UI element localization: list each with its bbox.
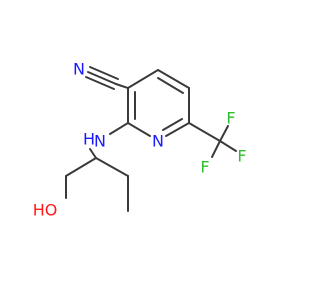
ring-bond-c3-c4 — [127, 69, 159, 89]
nitrile-bond-1 — [89, 66, 119, 80]
ring-to-nh-bond — [109, 122, 129, 135]
cf3-to-f-right-bond — [219, 140, 237, 152]
hydroxyl-label: HO — [33, 201, 58, 220]
fluorine-top-label: F — [226, 109, 235, 128]
ring-to-cf3-bond — [188, 122, 221, 142]
cf3-to-f-top-bond — [219, 125, 229, 142]
amine-n-label: N — [94, 132, 106, 151]
ch-to-ch2oh-bond — [65, 157, 97, 177]
ring-bond-c4-c5-inner — [157, 77, 184, 94]
molecule-structure-diagram: N H N N F F F HO — [33, 60, 247, 220]
nh-to-ch-bond — [89, 148, 97, 159]
bonds — [65, 66, 237, 212]
nitrile-bond-2 — [87, 71, 117, 85]
nitrile-n-label: N — [73, 60, 85, 79]
amine-h-label: H — [83, 130, 95, 149]
ring-bond-n1-c2 — [127, 122, 151, 137]
pyridine-n-label: N — [152, 132, 164, 151]
ch-to-ch2-ethyl-bond — [95, 157, 129, 177]
ring-bond-c4-c5 — [157, 69, 190, 89]
nitrile-to-ring-bond — [115, 83, 129, 89]
fluorine-right-label: F — [237, 147, 246, 166]
ring-bond-c6-n1-inner — [162, 118, 183, 131]
ring-bond-c6-n1 — [165, 122, 190, 137]
cf3-to-f-bottom-bond — [211, 140, 221, 158]
nitrile-bond-3 — [85, 76, 115, 90]
fluorine-bottom-label: F — [200, 158, 209, 177]
atom-labels: N H N N F F F HO — [33, 60, 247, 220]
